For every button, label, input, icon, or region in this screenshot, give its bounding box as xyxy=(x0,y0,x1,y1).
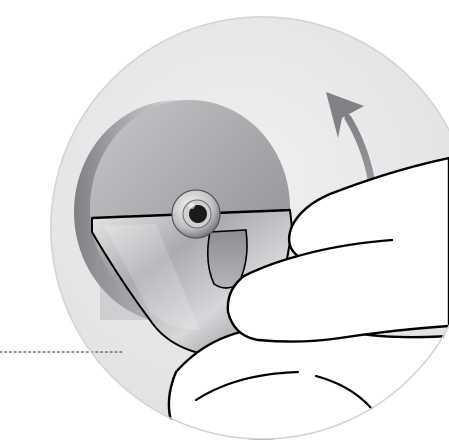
hand-palm xyxy=(169,326,449,441)
hub-highlight xyxy=(189,203,195,209)
